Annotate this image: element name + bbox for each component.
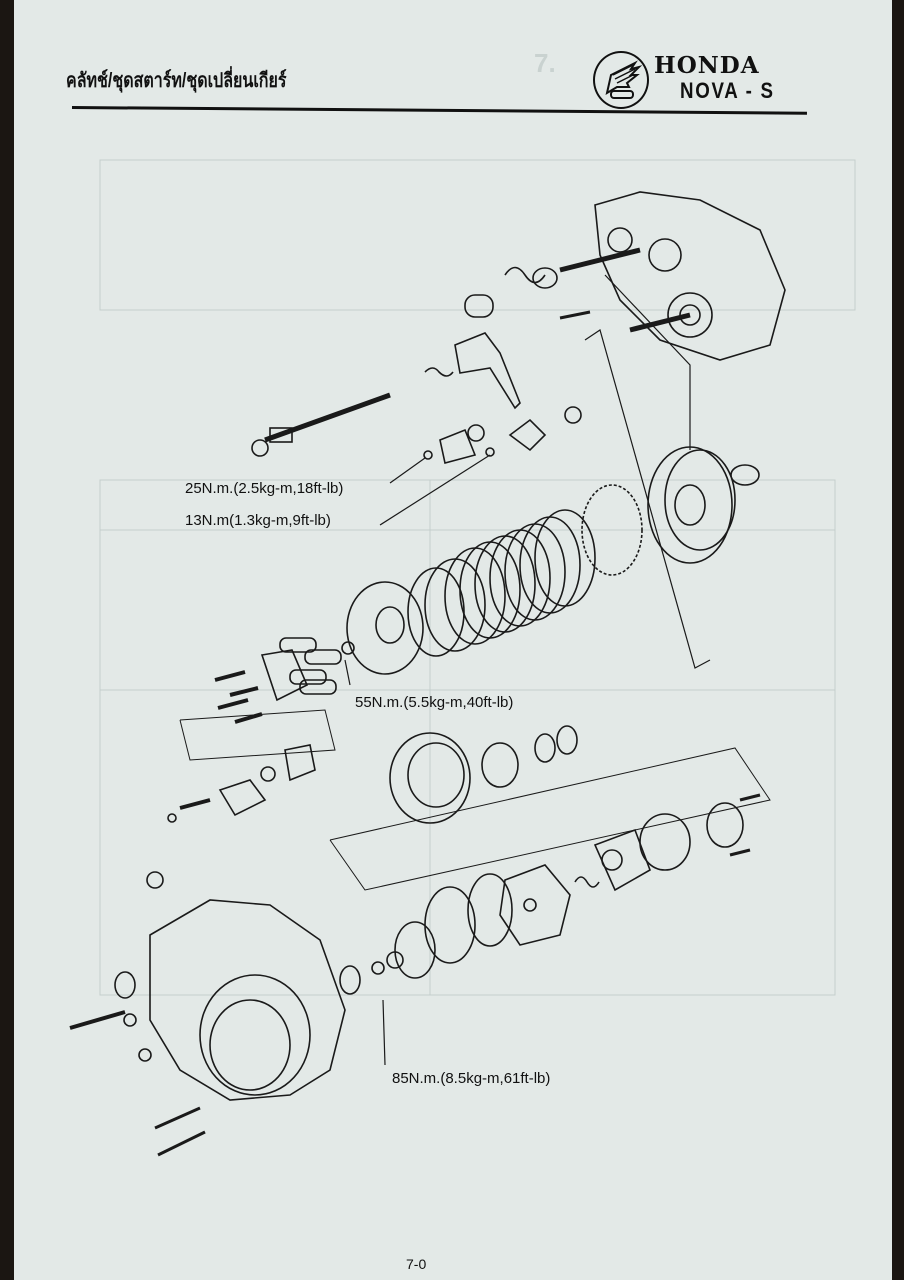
clutch-springs <box>179 637 342 761</box>
leader-lines <box>344 274 711 1066</box>
torque-label-stopper-bolt: 13N.m(1.3kg-m,9ft-lb) <box>185 512 331 529</box>
section-title: คลัทช์/ชุดสตาร์ท/ชุดเปลี่ยนเกียร์ <box>66 70 287 92</box>
torque-label-clutch-locknut: 55N.m.(5.5kg-m,40ft-lb) <box>355 694 514 711</box>
crankcase-cover <box>69 871 346 1157</box>
crankcase-half <box>559 191 786 361</box>
oil-pump <box>593 793 761 892</box>
shift-spindle <box>251 392 391 457</box>
clutch-plates <box>407 509 596 657</box>
manual-page: 7. <box>14 0 892 1280</box>
clutch-outer-housing <box>581 446 760 576</box>
brand-name: HONDA <box>654 52 760 79</box>
honda-wing-logo <box>593 51 649 109</box>
model-name: NOVA - S <box>680 78 775 103</box>
starter-parts <box>167 725 771 891</box>
torque-label-shift-bolt: 25N.m.(2.5kg-m,18ft-lb) <box>185 480 344 497</box>
bleed-through-text: 7. <box>534 48 556 78</box>
clutch-pressure-plate <box>341 581 424 675</box>
bleed-through-table <box>99 159 856 996</box>
torque-label-centrifugal-nut: 85N.m.(8.5kg-m,61ft-lb) <box>392 1070 551 1087</box>
centrifugal-clutch <box>339 864 600 995</box>
shift-parts <box>423 266 591 464</box>
page-number: 7-0 <box>406 1256 427 1272</box>
